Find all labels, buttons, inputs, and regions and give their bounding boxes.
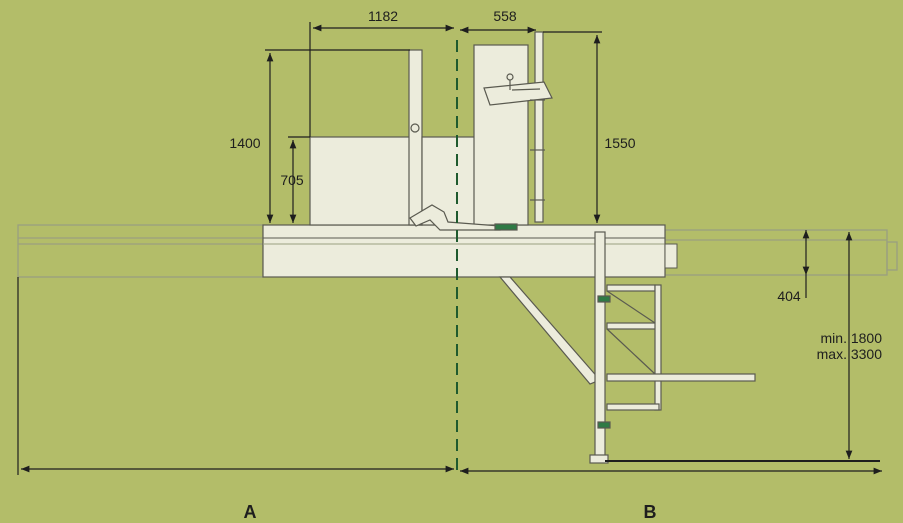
machine-stand — [498, 231, 756, 464]
section-b-label: B — [644, 502, 657, 522]
dimension-1550 — [543, 31, 602, 223]
crosscut-fence — [309, 49, 478, 226]
right-extension-table — [664, 229, 898, 276]
dimension-705 — [288, 136, 310, 223]
clamp-handle — [409, 204, 518, 231]
dimension-558-label: 558 — [493, 8, 517, 24]
dimension-1550-label: 1550 — [604, 135, 635, 151]
dimension-1400-label: 1400 — [229, 135, 260, 151]
dimension-404-label: 404 — [777, 288, 801, 304]
section-a-label: A — [244, 502, 257, 522]
dimension-1182-label: 1182 — [368, 8, 398, 24]
left-extension-table — [17, 224, 264, 278]
dimension-a — [17, 277, 454, 475]
dimension-1182 — [309, 22, 454, 137]
dimension-705-label: 705 — [280, 172, 304, 188]
blade-guard — [473, 31, 553, 226]
dimension-max-label: max. 3300 — [817, 346, 883, 362]
dimension-min-label: min. 1800 — [821, 330, 883, 346]
dimension-1400 — [265, 49, 410, 223]
main-table — [262, 224, 678, 278]
